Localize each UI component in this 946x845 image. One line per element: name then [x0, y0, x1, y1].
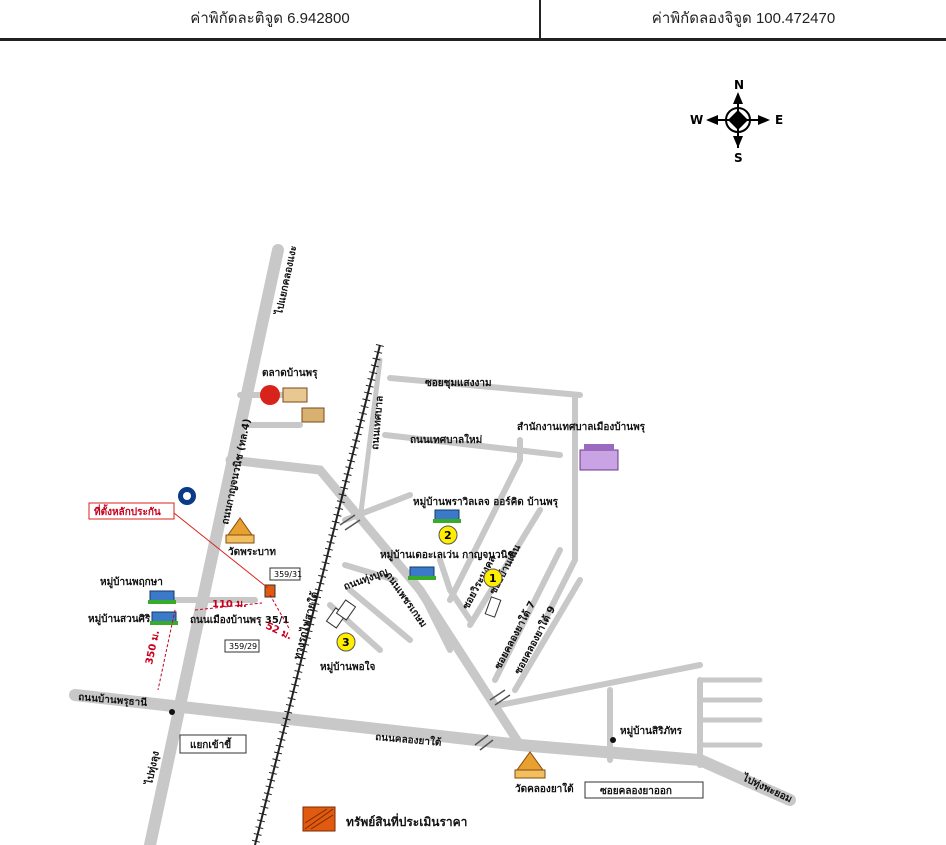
wat-khlongyatai-label: วัดคลองยาใต้ [515, 782, 574, 795]
village-label: หมู่บ้านสิริภัทร [620, 725, 683, 738]
village-label: หมู่บ้านพฤกษา [100, 576, 163, 589]
legend: ทรัพย์สินที่ประเมินราคา [302, 806, 467, 832]
village-icon [148, 590, 176, 604]
temple-icon [225, 517, 255, 544]
railway-line [251, 344, 384, 845]
road-label-4: ถนนเทศบาลใหม่ [410, 433, 482, 446]
road-label-7: ทางรถไฟสายใต้ [290, 590, 321, 661]
distance-110: 110 ม. [212, 599, 247, 610]
road-crossings [339, 514, 511, 751]
svg-text:359/31: 359/31 [274, 570, 302, 579]
marker-1: 1 [483, 568, 503, 588]
marker-3: 3 [336, 632, 356, 652]
wat-phrabat-label: วัดพระบาท [228, 546, 276, 558]
svg-text:ที่ตั้งหลักประกัน: ที่ตั้งหลักประกัน [94, 504, 161, 518]
distance-350: 350 ม. [144, 629, 162, 665]
compass-s: S [734, 151, 743, 165]
village-label: หมู่บ้านเดอะเลเว่น กาญจนวนิช [380, 549, 515, 562]
road-label-3: ซอยชุมแสงงาม [425, 378, 492, 389]
collateral-callout: ที่ตั้งหลักประกัน [88, 502, 269, 589]
temple-icon [514, 751, 546, 779]
compass-icon: N S W E [690, 78, 783, 165]
legend-label: ทรัพย์สินที่ประเมินราคา [346, 813, 467, 829]
village-icon [433, 509, 461, 523]
village-icon [408, 566, 436, 580]
municipality-office-icon [579, 444, 619, 471]
address-box: 359/31 [269, 567, 302, 581]
svg-text:359/29: 359/29 [229, 642, 257, 651]
village-label: หมู่บ้านพราวิลเลจ ออร์คิด บ้านพรุ [413, 496, 559, 509]
village-label: หมู่บ้านสวนศิริ [88, 613, 151, 626]
soi-dot [610, 737, 616, 743]
svg-text:1: 1 [489, 572, 497, 585]
distance-markers [157, 594, 291, 691]
coordinate-header: ค่าพิกัดละติจูด 6.942800 ค่าพิกัดลองจิจู… [0, 0, 946, 41]
market-icon [260, 385, 325, 423]
junction-dot [169, 709, 175, 715]
village-icon [150, 611, 178, 625]
village-label: หมู่บ้านพอใจ [320, 660, 375, 674]
compass-n: N [734, 78, 744, 92]
road-network [69, 244, 796, 845]
police-icon [178, 487, 196, 505]
junction-label: แยกเข้าขี้ [179, 734, 247, 754]
road-label-6: ถนนเมืองบ้านพรุ 35/1 [190, 614, 289, 626]
latitude-label: ค่าพิกัดละติจูด 6.942800 [190, 10, 350, 27]
svg-text:แยกเข้าขี้: แยกเข้าขี้ [190, 737, 232, 751]
svg-text:2: 2 [444, 529, 452, 542]
soi-label: ซอยคลองยาออก [584, 781, 704, 799]
market-label: ตลาดบ้านพรุ [262, 367, 318, 379]
longitude-label: ค่าพิกัดลองจิจูด 100.472470 [651, 10, 836, 27]
header-divider [539, 0, 541, 38]
road-label-12: ถนนเทศบาล [370, 395, 386, 450]
address-box: 359/29 [224, 639, 260, 653]
marker-2: 2 [438, 525, 458, 545]
svg-text:ซอยคลองยาออก: ซอยคลองยาออก [600, 786, 672, 797]
lot-outline [325, 596, 502, 629]
compass-e: E [775, 113, 783, 127]
svg-text:3: 3 [342, 636, 350, 649]
compass-w: W [690, 113, 703, 127]
municipality-label: สำนักงานเทศบาลเมืองบ้านพรุ [517, 421, 646, 433]
subject-property-icon [264, 584, 276, 598]
